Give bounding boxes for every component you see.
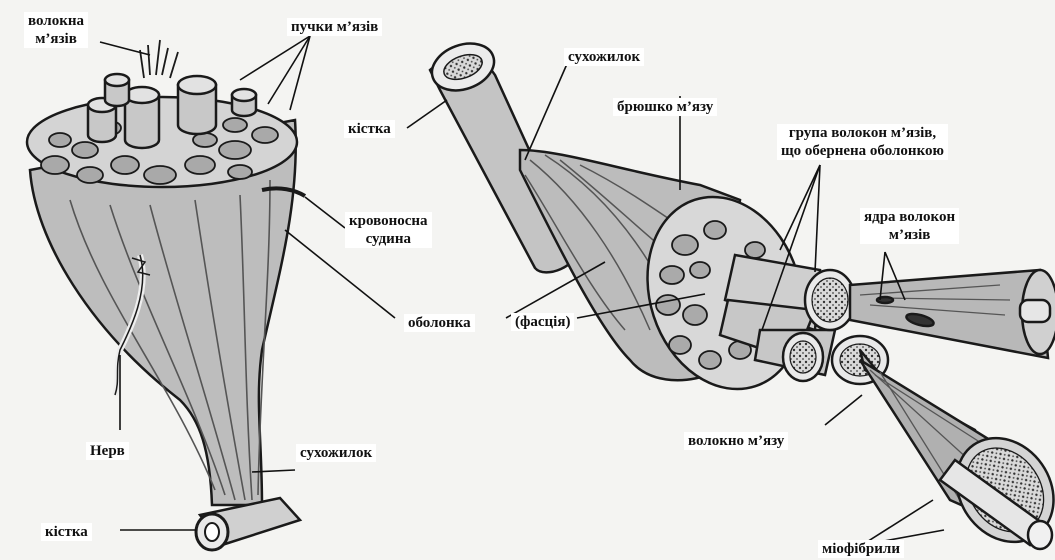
- label-tendon-top: сухожилок: [564, 48, 644, 66]
- label-muscle-fiber: волокно м’язу: [684, 432, 788, 450]
- right-muscle: [425, 35, 1055, 560]
- label-bone-top: кістка: [344, 120, 395, 138]
- label-bone-bottom: кістка: [41, 523, 92, 541]
- label-muscle-bundles: пучки м’язів: [287, 18, 382, 36]
- label-sheath: оболонка: [404, 314, 475, 332]
- label-tendon-bottom: сухожилок: [296, 444, 376, 462]
- label-fiber-nuclei: ядра волокон м’язів: [860, 208, 959, 244]
- label-blood-vessel: кровоносна судина: [345, 212, 432, 248]
- label-fascia: (фасція): [511, 313, 574, 331]
- label-muscle-fibers: волокна м’язів: [24, 12, 88, 48]
- label-muscle-belly: брюшко м’язу: [613, 98, 717, 116]
- label-myofibrils: міофібрили: [818, 540, 904, 558]
- label-fiber-group: група волокон м’язів, що обернена оболон…: [777, 124, 948, 160]
- label-nerve: Нерв: [86, 442, 129, 460]
- left-muscle: [27, 40, 305, 550]
